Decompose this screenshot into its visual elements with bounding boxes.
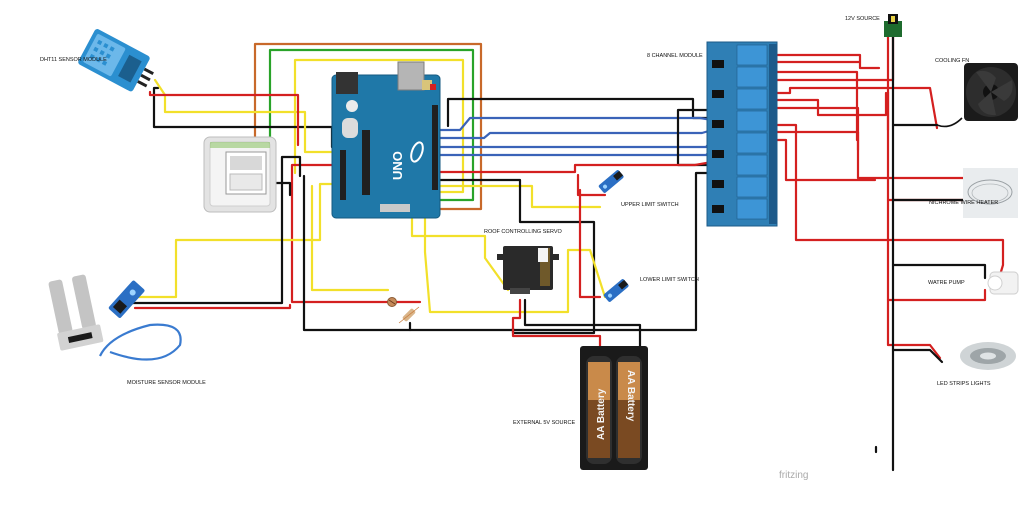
led-label: LED STRIPS LIGHTS [937, 381, 991, 387]
dht11-label: DHT11 SENSOR MODULE [40, 57, 107, 63]
servo-label: ROOF CONTROLLING SERVO [484, 229, 563, 235]
moisture-label: MOISTURE SENSOR MODULE [127, 380, 206, 386]
wifi-module [203, 136, 277, 213]
wires [130, 33, 1005, 472]
servo-motor [497, 246, 559, 294]
ldr-sensor [387, 297, 397, 307]
moisture-module [108, 280, 145, 318]
water-pump [987, 271, 1019, 295]
battery-pack: AA Battery AA Battery [580, 346, 648, 470]
lower-limit-switch [603, 279, 629, 302]
power-jack-12v [884, 14, 902, 37]
battery-text-1: AA Battery [596, 388, 607, 440]
arduino-logo-text: UNO [390, 151, 405, 180]
lower-switch-label: LOWER LIMIT SWITCH [640, 277, 699, 283]
led-strip [960, 342, 1016, 370]
cooling-fan [936, 63, 1018, 128]
upper-switch-label: UPPER LIMIT SWITCH [621, 202, 679, 208]
resistor [398, 306, 420, 324]
battery-text-2: AA Battery [625, 370, 636, 422]
pump-label: WATRE PUMP [928, 280, 965, 286]
fritzing-watermark: fritzing [779, 470, 808, 481]
upper-limit-switch [598, 170, 624, 193]
moisture-probe [48, 274, 104, 351]
nichrome-heater [963, 168, 1018, 218]
fan-label: COOLING FN [935, 58, 969, 64]
moisture-cable [99, 323, 182, 361]
source5v-label: EXTERNAL 5V SOURCE [513, 420, 575, 426]
arduino-board: UNO [331, 61, 441, 219]
dht11-sensor [78, 29, 154, 92]
source12v-label: 12V SOURCE [845, 16, 880, 22]
relay-module [706, 41, 778, 227]
relay-label: 8 CHANNEL MODULE [647, 53, 703, 59]
heater-label: NICHROME WIRE HEATER [929, 200, 998, 206]
